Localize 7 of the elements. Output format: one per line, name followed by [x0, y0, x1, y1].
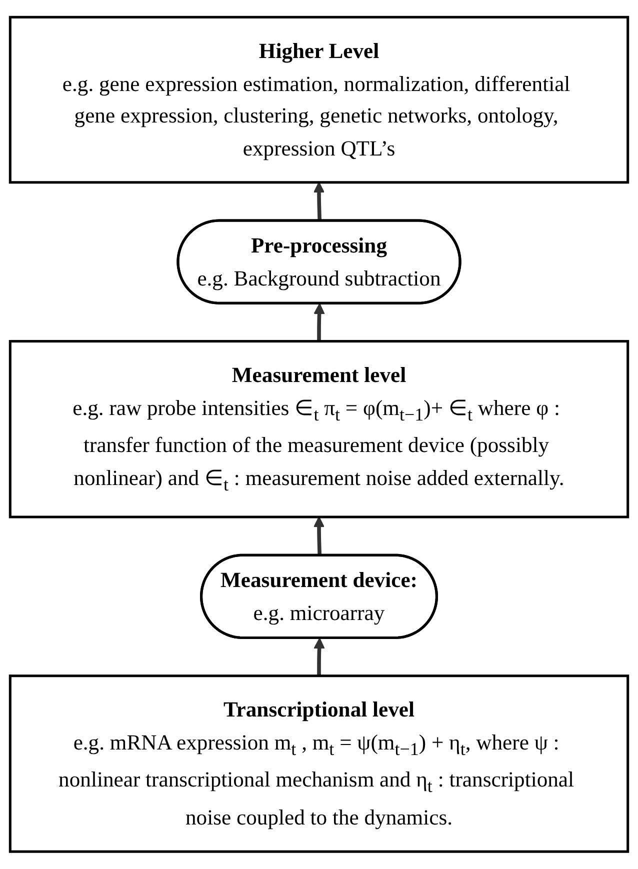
node-box: Measurement level e.g. raw probe intensities ∈$_{t}$ π$_{t}$ = φ(m$_{t−1}$)+ ∈$_{t}$ where φ : transfer function of the measurement device (possibly nonlinear) and ∈$_{t}$ : measurement noise added externally.	[8, 340, 630, 518]
arrow	[313, 182, 325, 222]
arrow	[314, 303, 325, 342]
node-box: Transcriptional level e.g. mRNA expression m$_{t}$ , m$_{t}$ = ψ(m$_{t−1}$) + η$_{t}$, where ψ : nonlinear transcriptional mechanism and η$_{t}$ : transcriptional noise coupled to the dynamics.	[8, 674, 630, 853]
node-box: Higher Level e.g. gene expression estimation, normalization, differential gene expression, clustering, genetic networks, ontology, expression QTL’s	[8, 16, 630, 184]
arrow	[313, 516, 325, 556]
arrow	[314, 638, 325, 676]
